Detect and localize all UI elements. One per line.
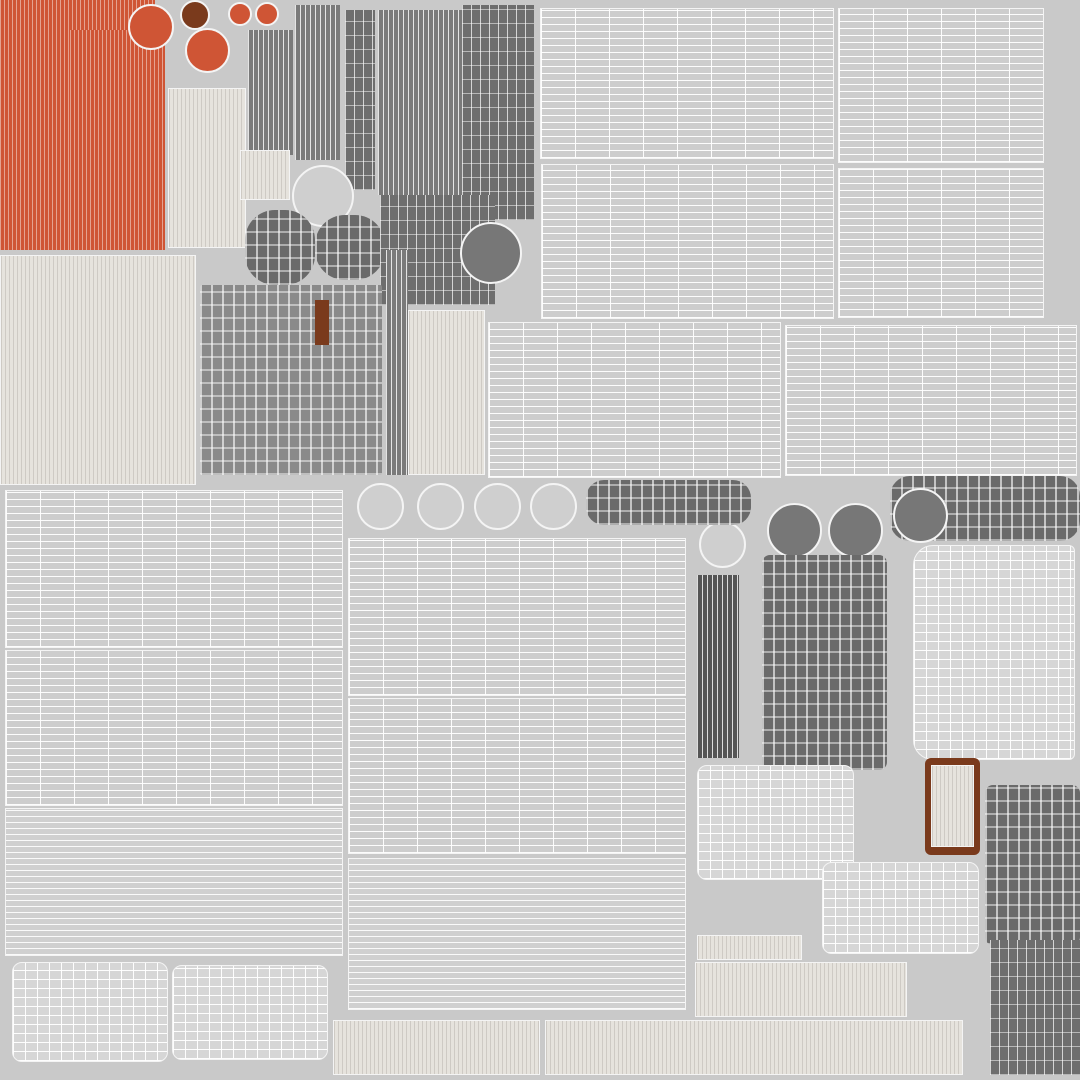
orange-circle-island [128, 4, 174, 50]
gray-uv-cluster [985, 785, 1080, 945]
circle-uv-island [357, 483, 404, 530]
gray-uv-island [386, 250, 408, 475]
brown-uv-island [315, 300, 329, 345]
beige-uv-island [333, 1020, 540, 1075]
beige-uv-island [931, 765, 974, 847]
grid-uv-island [5, 650, 343, 806]
grid-uv-island [540, 8, 834, 159]
gray-uv-island [295, 5, 340, 160]
mesh-uv-island [697, 765, 854, 880]
mesh-uv-island [913, 545, 1075, 760]
circle-uv-island [767, 503, 822, 558]
orange-uv-island-detail [70, 30, 165, 250]
orange-circle-island [185, 28, 230, 73]
gray-uv-cluster [762, 555, 887, 770]
mesh-uv-island [822, 862, 979, 954]
grid-uv-island [348, 698, 686, 854]
beige-uv-island [168, 88, 246, 248]
orange-circle-island [255, 2, 279, 26]
gray-uv-island [315, 215, 385, 280]
orange-circle-island [228, 2, 252, 26]
gray-uv-island [248, 30, 293, 155]
gray-uv-island [462, 5, 534, 220]
grid-uv-island [838, 168, 1044, 318]
lined-uv-island [348, 858, 686, 1010]
gray-uv-island [990, 940, 1080, 1075]
beige-uv-island-large [0, 255, 196, 485]
gray-uv-cluster [586, 480, 751, 525]
beige-uv-island [408, 310, 485, 475]
grid-uv-island [838, 8, 1044, 163]
gray-uv-island [200, 285, 382, 475]
mesh-uv-island [172, 965, 328, 1060]
gray-uv-island [378, 10, 463, 195]
grid-uv-island [5, 490, 343, 648]
mesh-uv-island [12, 962, 168, 1062]
circle-uv-island [460, 222, 522, 284]
beige-uv-island [545, 1020, 963, 1075]
circle-uv-island [699, 521, 746, 568]
grid-uv-island [348, 538, 686, 696]
gray-uv-island [245, 210, 315, 285]
grid-uv-island [488, 322, 781, 478]
gray-uv-island [697, 575, 739, 758]
lined-uv-island [5, 808, 343, 956]
circle-uv-island [474, 483, 521, 530]
beige-uv-island [697, 935, 802, 960]
circle-uv-island [893, 488, 948, 543]
brown-circle-island [180, 0, 210, 30]
beige-uv-island [240, 150, 290, 200]
gray-uv-island [345, 10, 375, 190]
circle-uv-island [417, 483, 464, 530]
beige-uv-island [695, 962, 907, 1017]
grid-uv-island [785, 325, 1077, 476]
circle-uv-island [828, 503, 883, 558]
grid-uv-island [541, 164, 834, 319]
circle-uv-island [530, 483, 577, 530]
